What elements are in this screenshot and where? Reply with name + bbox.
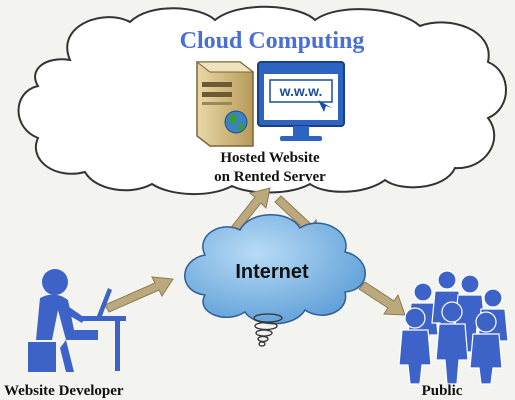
arrow-internet-to-public [358, 281, 406, 316]
public-label: Public [422, 383, 463, 399]
monitor-screen-text: w.w.w. [279, 83, 323, 99]
internet-cloud [184, 214, 366, 325]
monitor-icon: w.w.w. [257, 61, 345, 141]
cloud-caption-line1: Hosted Website [220, 150, 320, 166]
globe-icon [224, 110, 248, 134]
public-group-icon [398, 270, 509, 385]
internet-label: Internet [235, 261, 309, 283]
server-icon [195, 61, 255, 147]
cloud-title: Cloud Computing [180, 28, 365, 54]
cloud-caption-line2: on Rented Server [214, 169, 326, 185]
developer-label: Website Developer [4, 383, 124, 399]
arrow-developer-to-internet [104, 276, 174, 313]
tornado-icon [253, 313, 283, 347]
developer-icon [28, 269, 126, 372]
